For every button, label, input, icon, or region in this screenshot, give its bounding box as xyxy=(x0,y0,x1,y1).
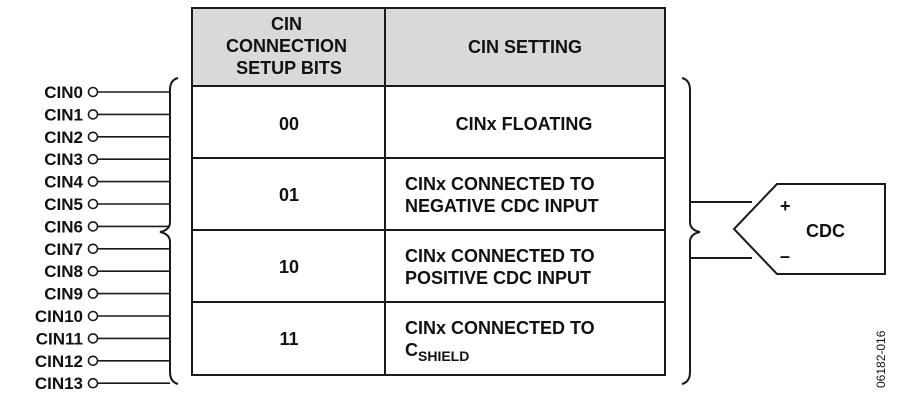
header-bits-line: SETUP BITS xyxy=(236,58,342,78)
cin-setup-table: CIN CONNECTION SETUP BITS CIN SETTING 00… xyxy=(191,7,666,376)
cin-pin-4: CIN4 xyxy=(44,173,170,192)
table-header-bits: CIN CONNECTION SETUP BITS xyxy=(226,14,352,78)
cin-pin-terminal xyxy=(87,198,99,210)
cin-pin-label: CIN1 xyxy=(44,105,83,124)
cin-pin-terminal xyxy=(87,243,99,255)
cin-pin-6: CIN6 xyxy=(44,217,170,236)
row-setting-01: CINx CONNECTED TO NEGATIVE CDC INPUT xyxy=(405,174,600,216)
cdc-amplifier-shape xyxy=(732,183,886,275)
header-bits-line: CIN xyxy=(271,14,302,34)
cin-pin-10: CIN10 xyxy=(35,307,170,326)
cin-pin-label: CIN6 xyxy=(44,217,83,236)
cin-pin-terminal xyxy=(87,377,99,389)
cin-pin-terminal xyxy=(87,333,99,344)
row-setting-00: CINx FLOATING xyxy=(456,114,593,134)
cin-pin-label: CIN11 xyxy=(36,329,83,348)
cin-pin-label: CIN5 xyxy=(44,195,83,214)
row-bits-11: 11 xyxy=(279,329,298,349)
cin-pin-terminal xyxy=(87,109,99,120)
cin-pin-label: CIN13 xyxy=(35,374,83,393)
cin-pin-label: CIN3 xyxy=(44,150,83,169)
cin-pin-5: CIN5 xyxy=(44,195,170,214)
cin-pin-0: CIN0 xyxy=(44,83,170,102)
row-setting-11-line2: CSHIELD xyxy=(405,340,469,364)
setting-line: CINx CONNECTED TO xyxy=(405,246,595,266)
row-bits-00: 00 xyxy=(279,114,299,134)
cin-pin-label: CIN0 xyxy=(44,83,83,102)
table-header-setting-cell xyxy=(384,7,666,87)
cdc-block: + – CDC xyxy=(732,183,886,275)
cin-pin-terminal xyxy=(87,355,99,367)
cin-pin-label: CIN12 xyxy=(35,352,83,371)
table-header-bits-cell xyxy=(191,7,386,87)
cin-pin-13: CIN13 xyxy=(35,374,170,393)
cin-pin-terminal xyxy=(87,310,99,322)
cin-pin-8: CIN8 xyxy=(44,262,170,281)
header-bits-line: CONNECTION xyxy=(226,36,347,56)
cin-pin-label: CIN7 xyxy=(44,240,83,259)
cin-pin-label: CIN2 xyxy=(44,128,83,147)
setting-line: POSITIVE CDC INPUT xyxy=(405,268,591,288)
right-brace xyxy=(681,77,701,385)
cdc-plus-sign: + xyxy=(780,196,791,216)
figure-id: 06182-016 xyxy=(874,330,888,388)
cin-pin-2: CIN2 xyxy=(44,128,170,147)
c-shield-subscript: SHIELD xyxy=(418,348,469,364)
cin-pin-12: CIN12 xyxy=(35,352,170,371)
cdc-minus-sign: – xyxy=(780,246,790,266)
setting-line: NEGATIVE CDC INPUT xyxy=(405,196,599,216)
row-bits-01: 01 xyxy=(279,185,299,205)
cin-pin-terminal xyxy=(87,86,99,98)
cin-pin-label: CIN4 xyxy=(44,173,83,192)
cin-pin-7: CIN7 xyxy=(44,240,170,259)
cin-pin-9: CIN9 xyxy=(44,285,170,304)
cin-pin-terminal xyxy=(87,288,99,299)
left-brace xyxy=(159,77,179,385)
cin-pin-3: CIN3 xyxy=(44,150,170,169)
cin-pin-terminal xyxy=(87,265,99,277)
row-setting-11-line1: CINx CONNECTED TO xyxy=(405,318,595,338)
cin-pin-1: CIN1 xyxy=(44,105,170,124)
cin-pins: CIN0CIN1CIN2CIN3CIN4CIN5CIN6CIN7CIN8CIN9… xyxy=(35,83,170,393)
cin-pin-11: CIN11 xyxy=(36,329,170,348)
cin-pin-label: CIN9 xyxy=(44,285,83,304)
setting-line: CINx CONNECTED TO xyxy=(405,174,595,194)
cin-pin-label: CIN8 xyxy=(44,262,83,281)
row-setting-10: CINx CONNECTED TO POSITIVE CDC INPUT xyxy=(405,246,600,288)
cin-pin-terminal xyxy=(87,131,99,143)
cin-pin-label: CIN10 xyxy=(35,307,83,326)
cin-pin-terminal xyxy=(87,221,99,232)
cdc-label: CDC xyxy=(806,221,845,241)
c-shield-base: C xyxy=(405,340,418,360)
cin-pin-terminal xyxy=(87,153,99,165)
row-bits-10: 10 xyxy=(279,257,299,277)
table-header-setting: CIN SETTING xyxy=(468,37,582,57)
cin-pin-terminal xyxy=(87,176,99,187)
